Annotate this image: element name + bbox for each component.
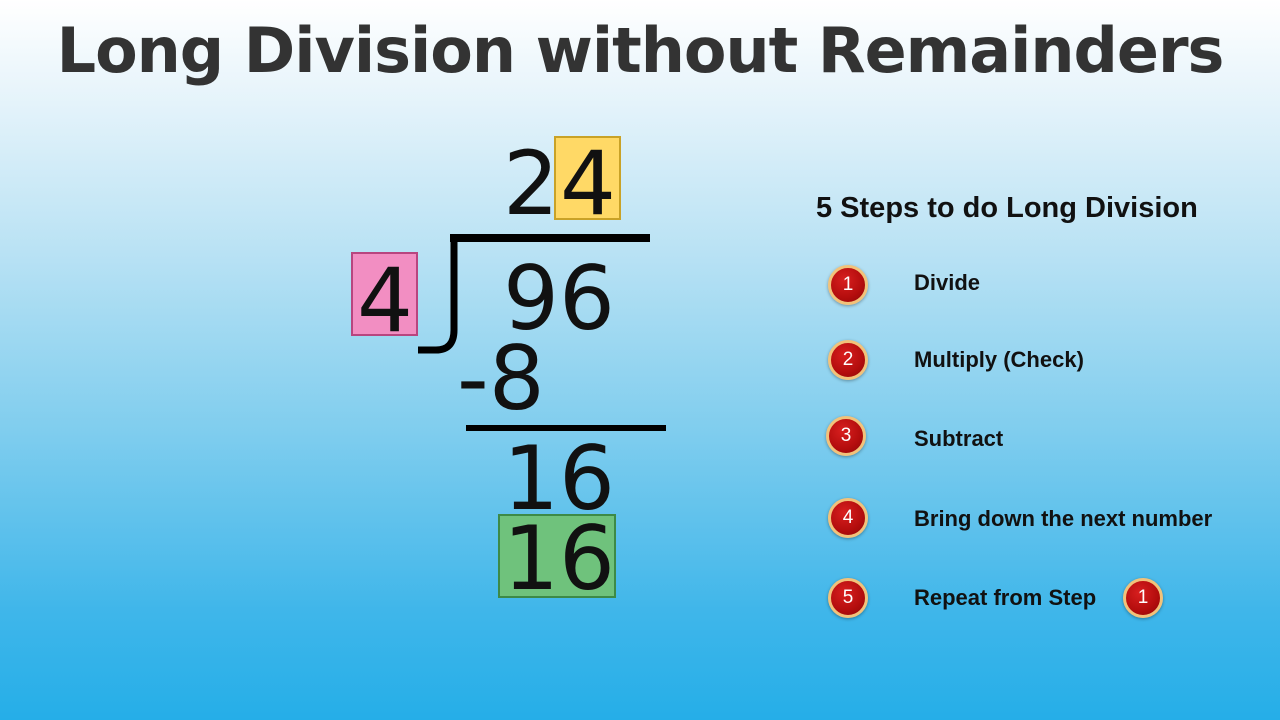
- step-label-1: Divide: [914, 270, 981, 295]
- step-badge-4: 4: [828, 498, 868, 538]
- divisor-highlight-box: [351, 252, 418, 336]
- step-reference-badge: 1: [1123, 578, 1163, 618]
- subtraction-line: [466, 425, 666, 431]
- divisor-value: 4: [357, 249, 413, 352]
- brought-down-value: 16: [503, 427, 615, 530]
- step-label-2: Multiply (Check): [914, 347, 1084, 372]
- step-label-3: Subtract: [914, 426, 1004, 451]
- second-product-value: 16: [503, 507, 615, 610]
- steps-heading: 5 Steps to do Long Division: [816, 192, 1198, 224]
- step-label-5: Repeat from Step: [914, 585, 1097, 610]
- step-badge-3: 3: [826, 416, 866, 456]
- step-badge-5: 5: [828, 578, 868, 618]
- quotient-second-digit: 4: [560, 132, 616, 235]
- quotient-first-digit: 2: [503, 132, 559, 235]
- division-bracket: [418, 238, 458, 354]
- first-subtraction-value: -8: [457, 327, 545, 430]
- step-badge-2: 2: [828, 340, 868, 380]
- dividend-value: 96: [503, 247, 615, 350]
- quotient-highlight-box: [554, 136, 621, 220]
- division-bar: [450, 234, 650, 242]
- page-title: Long Division without Remainders: [56, 14, 1225, 87]
- product-highlight-box: [498, 514, 616, 598]
- step-label-4: Bring down the next number: [914, 506, 1213, 531]
- step-badge-1: 1: [828, 265, 868, 305]
